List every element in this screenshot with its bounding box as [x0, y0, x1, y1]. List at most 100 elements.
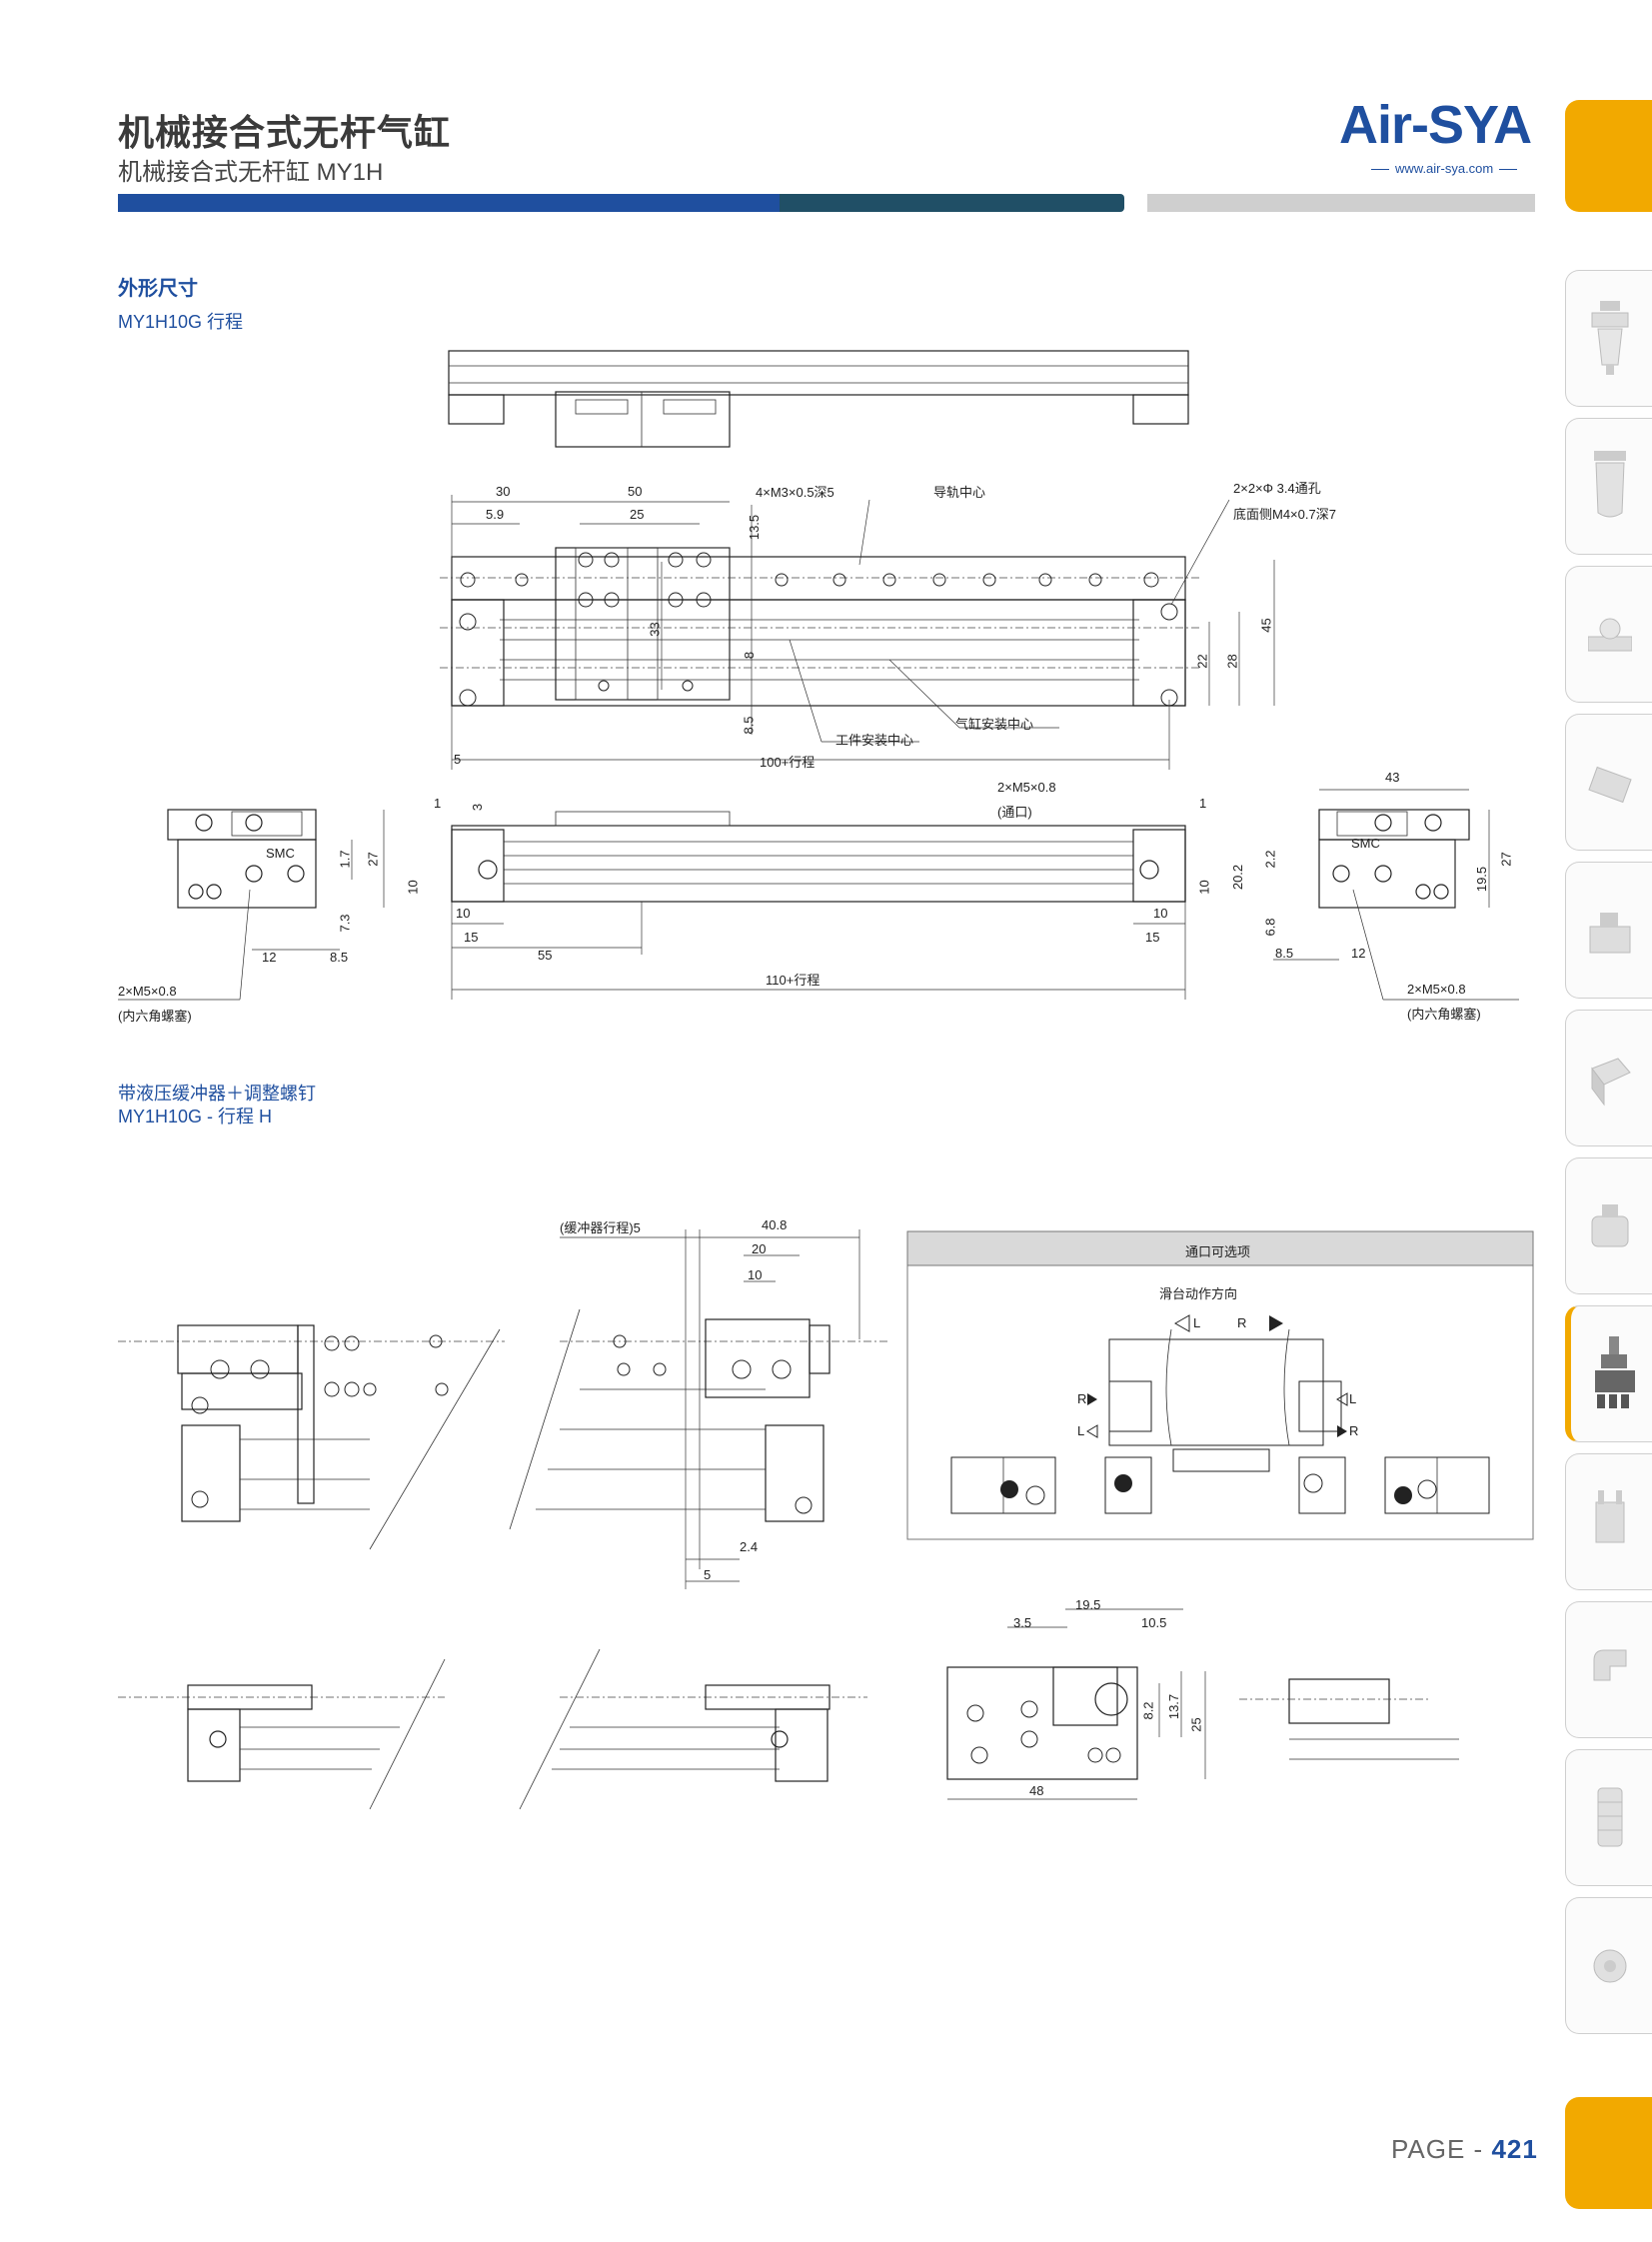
dim-30: 30	[496, 484, 511, 499]
dim-19-5-buffer: 19.5	[1075, 1597, 1101, 1612]
gripper-icon	[1595, 1490, 1625, 1543]
dim-45: 45	[1258, 618, 1274, 633]
dimension-labels: 30 50 5.9 25 4×M3×0.5深5 导轨中心 2×2×Φ 3.4通孔…	[118, 481, 1514, 1798]
dim-27-left: 27	[365, 852, 381, 867]
rodless-cylinder-icon	[1595, 1336, 1635, 1408]
brand-url: www.air-sya.com	[1365, 161, 1523, 176]
smc-mark-left: SMC	[266, 846, 295, 861]
dim-8-2: 8.2	[1140, 1701, 1156, 1720]
dim-43: 43	[1385, 770, 1400, 785]
cylinder-center-note: 气缸安装中心	[955, 717, 1034, 732]
dim-8-5: 8.5	[741, 716, 757, 735]
plug-note-right-2: (内六角螺塞)	[1407, 1007, 1481, 1022]
side-tab-11[interactable]	[1565, 1749, 1652, 1886]
dim-5-9: 5.9	[486, 507, 505, 522]
side-tab-10[interactable]	[1565, 1601, 1652, 1738]
buffer-end-view-2	[1239, 1678, 1459, 1760]
dim-8: 8	[742, 651, 758, 660]
top-side-view	[448, 350, 1189, 448]
dim-15-b: 15	[1145, 930, 1160, 945]
side-tab-9[interactable]	[1565, 1453, 1652, 1590]
side-tab-5[interactable]	[1565, 862, 1652, 999]
filter-regulator-icon	[1591, 301, 1629, 375]
dim-5-buffer: 5	[704, 1567, 712, 1582]
dim-3: 3	[470, 803, 486, 812]
dim-2-4: 2.4	[740, 1539, 759, 1554]
hole-note-2: 底面侧M4×0.7深7	[1233, 507, 1336, 522]
plug-note-left: 2×M5×0.8	[118, 984, 177, 999]
dim-1-right: 1	[1199, 796, 1207, 811]
section-buffer-title: 带液压缓冲器＋调整螺钉	[118, 1084, 316, 1104]
section-dimensions-title: 外形尺寸	[118, 278, 198, 300]
header-bar-gray	[1147, 194, 1535, 212]
buffer-end-view	[946, 1608, 1206, 1800]
front-view	[451, 811, 1186, 1000]
buffer-right-view	[509, 1229, 889, 1589]
silencer-icon	[1597, 1787, 1623, 1847]
dim-33: 33	[647, 622, 663, 637]
dir-R-left: R	[1077, 1391, 1087, 1406]
actuator-icon	[1591, 1058, 1631, 1107]
side-tab-7[interactable]	[1565, 1157, 1652, 1294]
side-tab-6[interactable]	[1565, 1010, 1652, 1146]
side-tab-2[interactable]	[1565, 418, 1652, 555]
header-bar-dark	[780, 194, 1124, 212]
rotary-icon	[1593, 1949, 1627, 1983]
port-note: 2×M5×0.8	[997, 780, 1056, 795]
dim-12-right: 12	[1351, 946, 1366, 961]
hole-note-1: 2×2×Φ 3.4通孔	[1233, 481, 1321, 496]
header-bar-blue	[118, 194, 780, 212]
dim-100-stroke: 100+行程	[760, 755, 816, 770]
dim-13-5: 13.5	[747, 514, 763, 541]
page-number: PAGE - 421	[1391, 2134, 1538, 2164]
side-tab-1[interactable]	[1565, 270, 1652, 407]
pilot-valve-icon	[1589, 913, 1631, 954]
filter-icon	[1594, 451, 1626, 518]
page-subtitle: 机械接合式无杆缸 MY1H	[118, 159, 384, 186]
dim-3-5: 3.5	[1013, 1615, 1032, 1630]
buffer-lower-left-view	[118, 1658, 446, 1810]
side-tab-bottom[interactable]	[1565, 2097, 1652, 2209]
dir-L-top: L	[1193, 1315, 1201, 1330]
dim-1-7: 1.7	[337, 850, 353, 869]
dim-22: 22	[1194, 654, 1210, 669]
dim-27-right: 27	[1498, 852, 1514, 867]
dim-40-8: 40.8	[762, 1217, 788, 1232]
dim-10-left: 10	[405, 880, 421, 895]
dim-20-2: 20.2	[1230, 864, 1246, 891]
plug-note-left-2: (内六角螺塞)	[118, 1009, 192, 1024]
side-tab-3[interactable]	[1565, 566, 1652, 703]
dim-48: 48	[1029, 1783, 1044, 1798]
left-end-view	[118, 809, 385, 1001]
dim-10-b: 10	[1153, 906, 1168, 921]
side-tab-12[interactable]	[1565, 1897, 1652, 2034]
elbow-fitting-icon	[1593, 1649, 1627, 1681]
dim-25: 25	[1188, 1717, 1204, 1732]
air-valve-icon	[1591, 1204, 1629, 1247]
dim-50: 50	[628, 484, 643, 499]
dim-6-8: 6.8	[1262, 918, 1278, 937]
tap-note: 4×M3×0.5深5	[756, 485, 834, 500]
plug-note-right: 2×M5×0.8	[1407, 982, 1466, 997]
dim-10-5: 10.5	[1141, 1615, 1167, 1630]
side-tab-4[interactable]	[1565, 714, 1652, 851]
dim-28: 28	[1224, 654, 1240, 669]
dim-7-3: 7.3	[337, 914, 353, 933]
page-title: 机械接合式无杆气缸	[118, 112, 452, 153]
plan-view	[440, 495, 1275, 770]
flow-valve-icon	[1588, 618, 1632, 652]
dim-13-7: 13.7	[1166, 1693, 1182, 1720]
technical-drawings	[118, 350, 1534, 1810]
dir-R-top: R	[1237, 1315, 1247, 1330]
side-tab-top[interactable]	[1565, 100, 1652, 212]
dir-L-right: L	[1349, 1391, 1357, 1406]
dim-110-stroke: 110+行程	[766, 973, 821, 988]
dim-10-a: 10	[456, 906, 471, 921]
slide-direction-label: 滑台动作方向	[1159, 1286, 1238, 1301]
dim-15-a: 15	[464, 930, 479, 945]
dim-20: 20	[752, 1241, 767, 1256]
side-tab-8-active[interactable]	[1565, 1305, 1652, 1442]
right-end-view	[1273, 789, 1519, 1001]
dim-25: 25	[630, 507, 645, 522]
dim-8-5-left: 8.5	[330, 950, 349, 965]
